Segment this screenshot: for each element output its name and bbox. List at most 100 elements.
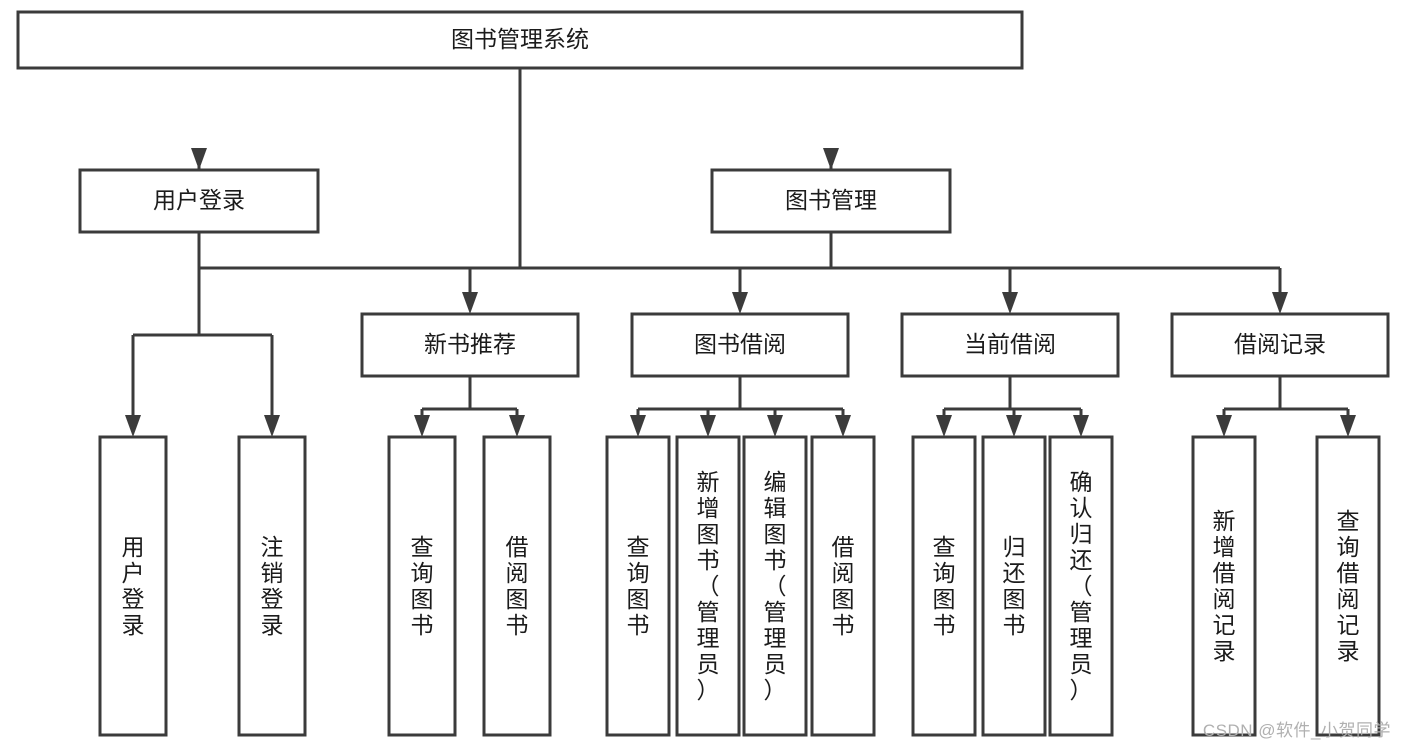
arrowhead-borrow-record-0 — [1216, 415, 1232, 437]
node-leaf-user-login[interactable]: 用户登录 — [98, 435, 168, 737]
node-book-borrow[interactable]: 图书借阅 — [630, 312, 850, 378]
node-book-manage[interactable]: 图书管理 — [710, 168, 952, 234]
node-label-leaf-edit-book-char-6: 理 — [764, 625, 787, 651]
node-label-leaf-user-login-char-0: 用 — [122, 534, 145, 560]
node-label-leaf-edit-book-char-4: （ — [764, 573, 787, 599]
node-label-leaf-confirm-return-char-4: （ — [1070, 573, 1093, 599]
node-label-leaf-confirm-return-char-3: 还 — [1070, 547, 1093, 573]
node-label-leaf-user-login-char-3: 录 — [122, 612, 145, 638]
node-box-borrow-record — [1170, 312, 1390, 378]
node-label-leaf-borrow-book-1-char-1: 阅 — [506, 560, 529, 586]
node-box-user-login — [78, 168, 320, 234]
node-box-leaf-edit-book — [742, 435, 808, 737]
node-label-leaf-query-book-2-char-1: 询 — [627, 560, 650, 586]
node-current-borrow[interactable]: 当前借阅 — [900, 312, 1120, 378]
node-label-leaf-user-login-char-1: 户 — [122, 560, 145, 586]
node-label-leaf-add-book-char-1: 增 — [697, 495, 720, 521]
node-box-current-borrow — [900, 312, 1120, 378]
node-box-root — [16, 10, 1024, 70]
node-label-leaf-add-book-char-6: 理 — [697, 625, 720, 651]
node-label-leaf-query-book-1-char-2: 图 — [411, 586, 434, 612]
node-label-leaf-add-book-char-8: ） — [697, 677, 720, 703]
node-label-leaf-user-logout-char-2: 登 — [261, 586, 284, 612]
node-user-login[interactable]: 用户登录 — [78, 168, 320, 234]
node-label-leaf-confirm-return-char-6: 理 — [1070, 625, 1093, 651]
node-label-leaf-add-book-char-2: 图 — [697, 521, 720, 547]
node-label-book-borrow: 图书借阅 — [694, 331, 786, 357]
arrowhead-book-borrow-3 — [835, 415, 851, 437]
node-label-leaf-confirm-return-char-0: 确 — [1070, 469, 1093, 495]
node-label-user-login: 用户登录 — [153, 187, 245, 213]
node-label-leaf-add-record-char-0: 新 — [1213, 508, 1236, 534]
node-label-leaf-query-book-1-char-3: 书 — [411, 612, 434, 638]
node-label-leaf-query-book-3-char-3: 书 — [933, 612, 956, 638]
node-label-leaf-edit-book-char-0: 编 — [764, 469, 787, 495]
node-label-leaf-borrow-book-2-char-3: 书 — [832, 612, 855, 638]
node-box-leaf-query-book-3 — [911, 435, 977, 737]
node-label-leaf-query-record-char-4: 记 — [1337, 612, 1360, 638]
node-label-leaf-query-record-char-5: 录 — [1337, 638, 1360, 664]
node-label-borrow-record: 借阅记录 — [1234, 331, 1326, 357]
node-label-leaf-add-record-char-1: 增 — [1213, 534, 1236, 560]
node-label-leaf-query-book-2-char-3: 书 — [627, 612, 650, 638]
node-box-leaf-return-book — [981, 435, 1047, 737]
arrowhead-user-login-0 — [125, 415, 141, 437]
node-box-leaf-borrow-book-2 — [810, 435, 876, 737]
node-box-leaf-user-logout — [237, 435, 307, 737]
arrowhead-book-manage-3 — [1272, 292, 1288, 314]
node-box-leaf-add-book — [675, 435, 741, 737]
node-label-leaf-borrow-book-2-char-1: 阅 — [832, 560, 855, 586]
arrowhead-new-book-recommend-1 — [509, 415, 525, 437]
arrowhead-book-borrow-0 — [630, 415, 646, 437]
node-label-leaf-query-book-2-char-2: 图 — [627, 586, 650, 612]
node-label-leaf-confirm-return-char-7: 员 — [1070, 651, 1093, 677]
arrowhead-current-borrow-2 — [1073, 415, 1089, 437]
node-label-book-manage: 图书管理 — [785, 187, 877, 213]
node-root[interactable]: 图书管理系统 — [16, 10, 1024, 70]
node-label-leaf-return-book-char-3: 书 — [1003, 612, 1026, 638]
arrowhead-root-1 — [823, 148, 839, 170]
node-label-leaf-user-login-char-2: 登 — [122, 586, 145, 612]
connector-layer — [125, 68, 1356, 437]
node-label-leaf-add-record-char-2: 借 — [1213, 560, 1236, 586]
node-label-leaf-add-record-char-5: 录 — [1213, 638, 1236, 664]
node-label-leaf-edit-book-char-8: ） — [764, 677, 787, 703]
node-label-leaf-return-book-char-1: 还 — [1003, 560, 1026, 586]
node-label-leaf-edit-book-char-1: 辑 — [764, 495, 787, 521]
node-borrow-record[interactable]: 借阅记录 — [1170, 312, 1390, 378]
node-label-leaf-edit-book-char-5: 管 — [764, 599, 787, 625]
node-box-leaf-query-book-2 — [605, 435, 671, 737]
node-label-leaf-user-logout-char-0: 注 — [261, 534, 284, 560]
node-box-leaf-borrow-book-1 — [482, 435, 552, 737]
arrowhead-user-login-1 — [264, 415, 280, 437]
node-new-book-recommend[interactable]: 新书推荐 — [360, 312, 580, 378]
node-label-leaf-query-book-1-char-0: 查 — [411, 534, 434, 560]
node-label-leaf-confirm-return-char-8: ） — [1070, 677, 1093, 703]
node-label-leaf-query-book-2-char-0: 查 — [627, 534, 650, 560]
arrowhead-current-borrow-0 — [936, 415, 952, 437]
node-label-leaf-add-record-char-4: 记 — [1213, 612, 1236, 638]
node-label-leaf-query-record-char-0: 查 — [1337, 508, 1360, 534]
node-box-new-book-recommend — [360, 312, 580, 378]
node-label-leaf-return-book-char-2: 图 — [1003, 586, 1026, 612]
node-label-leaf-confirm-return-char-1: 认 — [1070, 495, 1093, 521]
node-box-leaf-user-login — [98, 435, 168, 737]
node-label-leaf-query-record-char-1: 询 — [1337, 534, 1360, 560]
node-label-leaf-confirm-return-char-2: 归 — [1070, 521, 1093, 547]
node-label-leaf-query-book-3-char-0: 查 — [933, 534, 956, 560]
node-label-leaf-add-book-char-5: 管 — [697, 599, 720, 625]
arrowhead-new-book-recommend-0 — [414, 415, 430, 437]
